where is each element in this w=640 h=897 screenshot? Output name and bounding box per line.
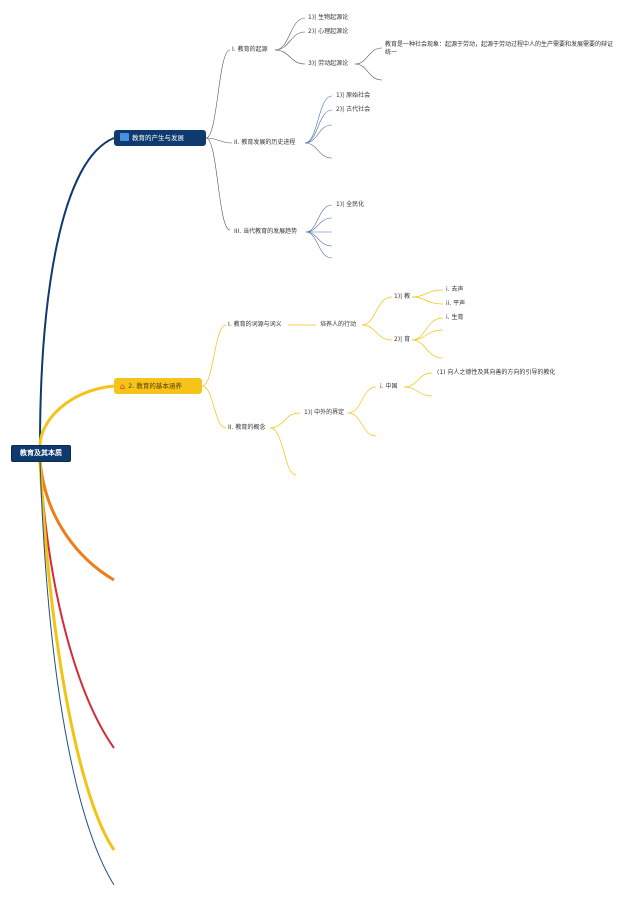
node-history[interactable]: II. 教育发展的历史进程	[234, 139, 296, 146]
node-yu-shengyu[interactable]: i. 生育	[446, 314, 464, 321]
node-labor-origin[interactable]: 3)| 劳动起源论	[308, 60, 349, 67]
node-origin[interactable]: I. 教育的起源	[232, 46, 268, 53]
node-psych-origin[interactable]: 2)| 心理起源论	[308, 28, 349, 35]
node-concept[interactable]: II. 教育的概念	[228, 424, 266, 431]
note-labor-origin: 教育是一种社会现象：起源于劳动，起源于劳动过程中人的生产需要和发展需要的辩证统一	[385, 41, 614, 56]
home-icon: ⌂	[120, 382, 126, 391]
node-ancient-society[interactable]: 2)| 古代社会	[336, 106, 371, 113]
node-china-def[interactable]: (1) 向人之德性及其向善的方向的引导的教化	[437, 369, 556, 376]
node-china[interactable]: i. 中国	[380, 383, 398, 390]
branch-label: 教育的产生与发展	[132, 134, 184, 142]
node-jiao[interactable]: 1)| 教	[394, 293, 411, 300]
branch-label: 2. 教育的基本涵养	[128, 382, 182, 390]
branch-education-origin-development[interactable]: 教育的产生与发展	[114, 130, 206, 146]
node-cultivate[interactable]: 培养人的行动	[320, 321, 357, 328]
node-trends[interactable]: III. 当代教育的发展趋势	[234, 228, 298, 235]
flag-icon	[120, 133, 129, 141]
node-primitive-society[interactable]: 1)| 原始社会	[336, 92, 371, 99]
root-topic[interactable]: 教育及其本质	[11, 445, 71, 462]
node-yu[interactable]: 2)| 育	[394, 336, 411, 343]
node-etymology[interactable]: I. 教育的词源与词义	[228, 321, 282, 328]
node-definition[interactable]: 1)| 中外的界定	[304, 409, 345, 416]
node-jiao-pingsheng[interactable]: ii. 平声	[446, 300, 466, 307]
branch-education-basic[interactable]: ⌂2. 教育的基本涵养	[114, 378, 202, 394]
node-jiao-qusheng[interactable]: i. 去声	[446, 286, 464, 293]
node-universalization[interactable]: 1)| 全民化	[336, 201, 365, 208]
node-bio-origin[interactable]: 1)| 生物起源论	[308, 14, 349, 21]
